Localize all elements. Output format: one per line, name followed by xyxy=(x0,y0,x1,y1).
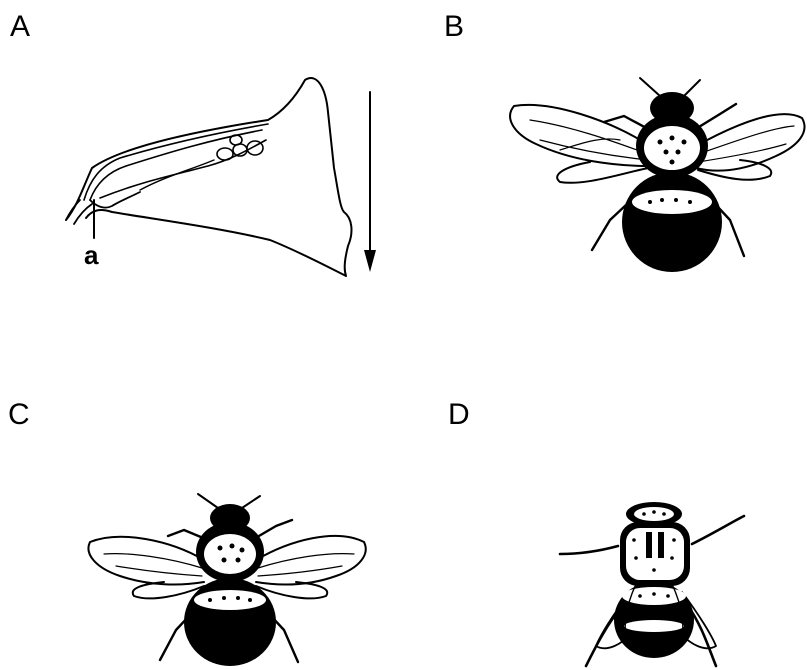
panel-label-c: C xyxy=(8,400,30,430)
bumblebee-icon xyxy=(500,70,807,280)
bumblebee-icon xyxy=(80,490,380,670)
panel-label-d: D xyxy=(448,400,470,430)
panel-label-b: B xyxy=(444,12,464,42)
callout-a: a xyxy=(84,240,99,270)
callout-layer: a xyxy=(0,0,400,300)
fly-icon xyxy=(556,496,756,670)
